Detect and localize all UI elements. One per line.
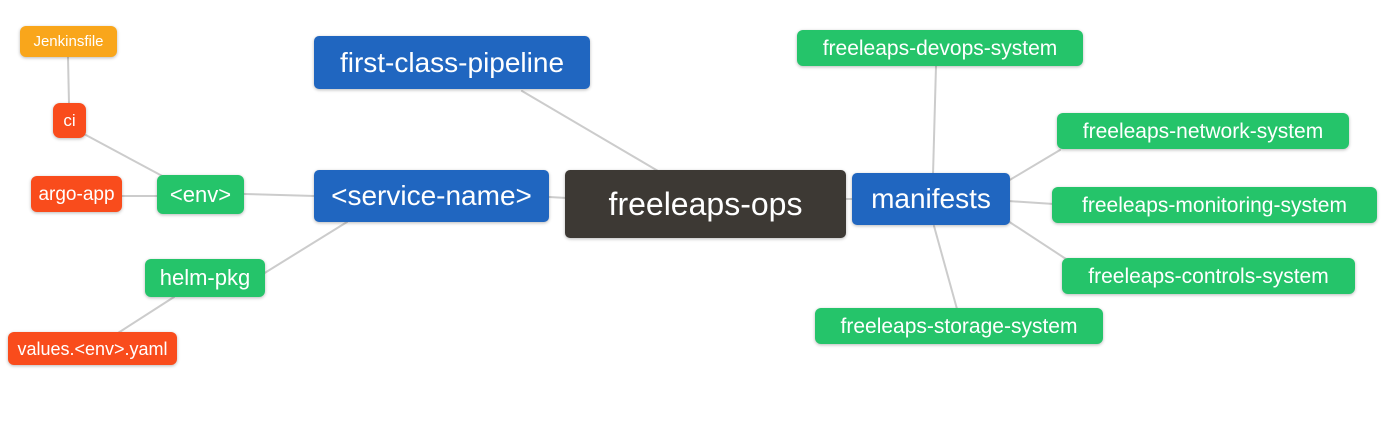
- edge-manifests-network: [1007, 149, 1061, 182]
- edge-helm-pkg-values-yaml: [117, 296, 175, 334]
- node-manifests[interactable]: manifests: [852, 173, 1010, 225]
- node-jenkinsfile[interactable]: Jenkinsfile: [20, 26, 117, 57]
- edge-service-name-helm-pkg: [262, 221, 348, 275]
- edge-jenkinsfile-ci: [67, 56, 70, 105]
- node-env[interactable]: <env>: [157, 175, 244, 214]
- node-freeleaps-storage-system[interactable]: freeleaps-storage-system: [815, 308, 1103, 344]
- node-values-env-yaml[interactable]: values.<env>.yaml: [8, 332, 177, 365]
- edge-env-service-name: [243, 193, 316, 197]
- node-ci[interactable]: ci: [53, 103, 86, 138]
- node-freeleaps-controls-system[interactable]: freeleaps-controls-system: [1062, 258, 1355, 294]
- node-freeleaps-network-system[interactable]: freeleaps-network-system: [1057, 113, 1349, 149]
- edge-manifests-controls: [1007, 220, 1067, 260]
- node-freeleaps-monitoring-system[interactable]: freeleaps-monitoring-system: [1052, 187, 1377, 223]
- edge-pipeline-root: [521, 90, 659, 172]
- edge-manifests-storage: [933, 225, 958, 310]
- edge-manifests-monitoring: [1007, 200, 1055, 205]
- edge-manifests-devops: [932, 65, 937, 176]
- edge-ci-env: [83, 133, 167, 179]
- node-service-name[interactable]: <service-name>: [314, 170, 549, 222]
- node-freeleaps-devops-system[interactable]: freeleaps-devops-system: [797, 30, 1083, 66]
- node-first-class-pipeline[interactable]: first-class-pipeline: [314, 36, 590, 89]
- node-root-freeleaps-ops[interactable]: freeleaps-ops: [565, 170, 846, 238]
- node-helm-pkg[interactable]: helm-pkg: [145, 259, 265, 297]
- node-argo-app[interactable]: argo-app: [31, 176, 122, 212]
